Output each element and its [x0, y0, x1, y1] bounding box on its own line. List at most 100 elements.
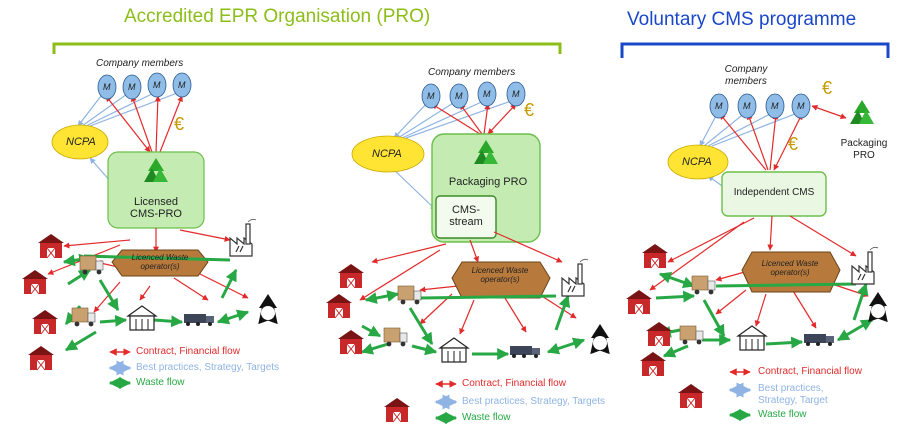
member-label: M — [178, 80, 186, 90]
member-label: M — [743, 101, 751, 111]
waste-operator-label: Licenced Waste operator(s) — [761, 259, 819, 277]
member-label: M — [455, 91, 463, 101]
company-members-label: Company members — [428, 67, 516, 78]
farm-icon — [641, 243, 669, 269]
waste-operator-label: Licenced Waste operator(s) — [131, 253, 189, 271]
legend-contract-label: Contract, Financial flow — [758, 366, 862, 377]
waste-operator-label: Licenced Waste operator(s) — [471, 266, 529, 284]
independent-cms-label: Independent CMS — [733, 187, 815, 198]
member-label: M — [153, 80, 161, 90]
legend-waste-label: Waste flow — [758, 409, 807, 420]
waste-operator-shape — [451, 261, 551, 299]
farm-icon — [645, 321, 673, 347]
truck-icon — [79, 255, 104, 275]
legend-contract-label: Contract, Financial flow — [462, 378, 566, 389]
legend-waste-label: Waste flow — [462, 412, 511, 423]
legend-contract-label: Contract, Financial flow — [136, 346, 240, 357]
cms-bracket — [620, 42, 890, 58]
depot-icon — [127, 305, 157, 331]
farm-icon — [383, 397, 411, 423]
pro-bracket — [52, 42, 562, 54]
legend-3 — [728, 368, 752, 421]
member-label: M — [771, 101, 779, 111]
independent-cms-box — [721, 171, 827, 217]
member-icon — [421, 83, 441, 109]
licensed-cms-pro-label: Licensed CMS-PRO — [130, 196, 182, 220]
legend-waste-label: Waste flow — [136, 377, 185, 388]
company-members-group-3 — [709, 93, 811, 119]
euro-icon: € — [524, 100, 535, 120]
farm-icon — [677, 383, 705, 409]
member-label: M — [797, 101, 805, 111]
panel-2-packaging-pro — [325, 81, 616, 424]
ncpa-label: NCPA — [66, 136, 96, 148]
member-icon — [506, 81, 526, 107]
ncpa-ellipse — [667, 144, 729, 180]
lorry-icon — [510, 346, 540, 358]
factory-icon — [229, 218, 257, 257]
truck-icon — [397, 285, 422, 305]
legend-strategy-label: Best practices, Strategy, Targets — [136, 362, 280, 373]
truck-icon — [383, 327, 408, 347]
member-icon — [709, 93, 729, 119]
member-label: M — [483, 89, 491, 99]
member-icon — [147, 72, 167, 98]
member-label: M — [512, 89, 520, 99]
member-icon — [97, 74, 117, 100]
company-members-label: Company members — [96, 58, 184, 69]
euro-icon: € — [822, 78, 833, 98]
packaging-pro-label: Packaging PRO — [448, 176, 528, 188]
member-icon — [449, 83, 469, 109]
legend-strategy-label: Best practices, Strategy, Targets — [462, 396, 606, 407]
member-icon — [791, 93, 811, 119]
truck-icon — [71, 307, 96, 327]
packaging-pro-recycle-icon — [850, 100, 874, 124]
legend-strategy-label: Best practices, Strategy, Target — [758, 383, 828, 406]
truck-icon — [679, 325, 704, 345]
recycle-symbol-icon — [252, 294, 284, 325]
cms-section-title: Voluntary CMS programme — [627, 9, 857, 30]
euro-icon: € — [788, 134, 799, 154]
legend-2 — [434, 380, 458, 424]
member-icon — [737, 93, 757, 119]
recycle-symbol-icon — [862, 292, 894, 323]
farm-icon — [337, 329, 365, 355]
lorry-icon — [184, 314, 214, 326]
cms-stream-box — [435, 195, 497, 239]
farm-icon — [639, 351, 667, 377]
member-icon — [765, 93, 785, 119]
ncpa-ellipse — [51, 124, 109, 160]
panel-1-licensed-cms-pro — [21, 72, 284, 389]
member-icon — [172, 72, 192, 98]
truck-icon — [691, 275, 716, 295]
farm-icon — [27, 345, 55, 371]
farm-icon — [37, 233, 65, 259]
euro-icon: € — [174, 114, 185, 134]
member-label: M — [128, 82, 136, 92]
company-members-group-2 — [421, 81, 526, 109]
farm-icon — [31, 309, 59, 335]
depot-icon — [439, 337, 469, 363]
farm-icon — [325, 293, 353, 319]
depot-icon — [737, 325, 767, 351]
ncpa-label: NCPA — [682, 156, 712, 168]
member-icon — [122, 74, 142, 100]
member-label: M — [103, 82, 111, 92]
ncpa-ellipse — [351, 135, 425, 173]
company-members-group-1 — [97, 72, 192, 100]
farm-icon — [337, 263, 365, 289]
waste-operator-shape — [741, 251, 841, 293]
company-members-label: Company members — [724, 64, 768, 87]
factory-icon — [851, 246, 879, 285]
lorry-icon — [804, 334, 834, 346]
farm-icon — [21, 269, 49, 295]
ncpa-label: NCPA — [372, 148, 402, 160]
packaging-pro-label: Packaging PRO — [840, 138, 888, 161]
factory-icon — [561, 258, 589, 297]
member-label: M — [715, 101, 723, 111]
member-label: M — [427, 91, 435, 101]
cms-stream-label: CMS-stream — [449, 204, 483, 228]
recycle-symbol-icon — [584, 324, 616, 355]
legend-1 — [108, 348, 132, 389]
